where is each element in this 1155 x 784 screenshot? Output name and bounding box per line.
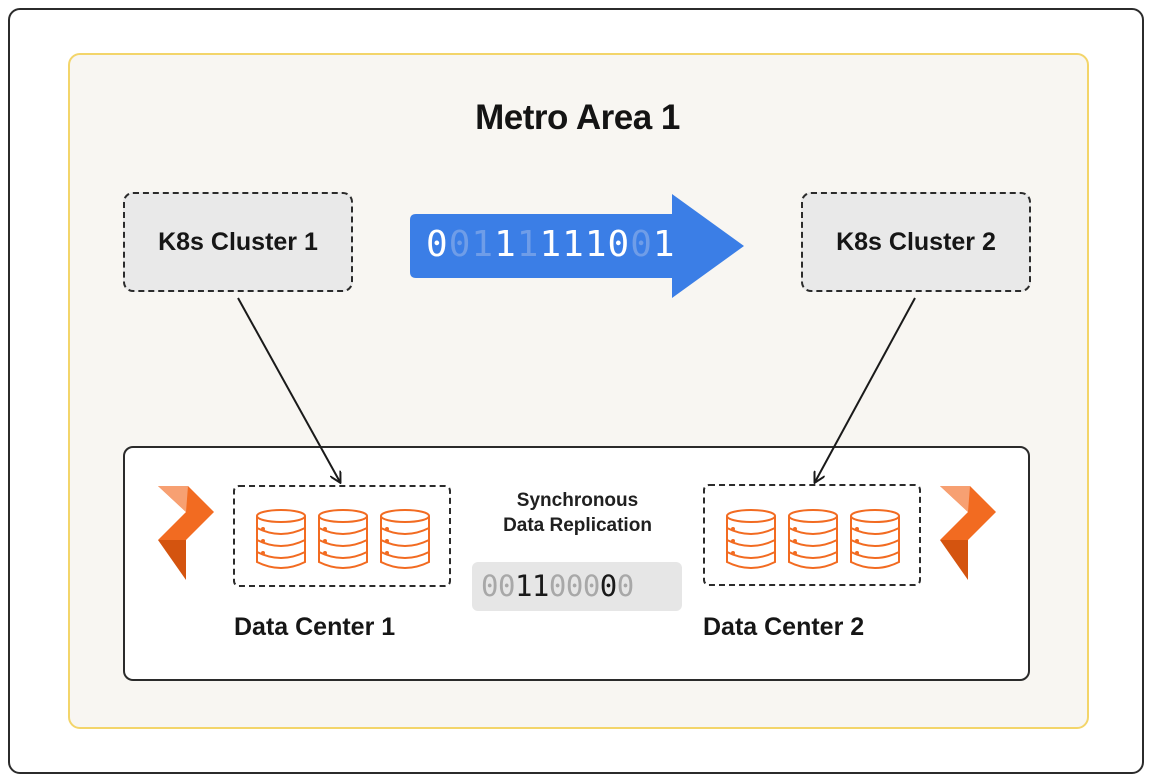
bit-digit: 0	[548, 569, 566, 603]
bit-digit: 0	[599, 569, 617, 603]
bit-digit: 0	[481, 569, 498, 603]
database-icon	[848, 508, 902, 570]
replication-arrow-icon	[410, 194, 744, 298]
data-center-2-storage	[703, 484, 921, 586]
bit-digit: 1	[516, 224, 540, 265]
bit-digit: 1	[531, 569, 549, 603]
bit-digit: 1	[562, 224, 585, 265]
bit-digit: 1	[539, 224, 563, 265]
sync-replication-label: Synchronous Data Replication	[470, 488, 685, 538]
bit-digit: 1	[494, 224, 517, 265]
bit-digit: 0	[582, 569, 600, 603]
data-center-1-label: Data Center 1	[234, 613, 396, 641]
data-center-2-label: Data Center 2	[703, 613, 865, 641]
sync-label-line2: Data Replication	[503, 515, 652, 536]
portworx-logo-icon	[940, 486, 996, 580]
bit-digit: 0	[630, 224, 653, 265]
bit-digit: 0	[616, 569, 634, 603]
bit-digit: 1	[652, 224, 676, 265]
arrow-binary-stream: 00111111001	[426, 224, 676, 265]
k8s-cluster-2-box: K8s Cluster 2	[801, 192, 1031, 292]
k8s-cluster-2-label: K8s Cluster 2	[836, 227, 996, 256]
metro-area-title: Metro Area 1	[475, 98, 680, 137]
database-icon	[378, 508, 432, 570]
database-icon	[254, 508, 308, 570]
database-icon	[724, 508, 778, 570]
bit-digit: 0	[497, 569, 515, 603]
database-icon	[316, 508, 370, 570]
k8s-cluster-1-box: K8s Cluster 1	[123, 192, 353, 292]
bit-digit: 0	[607, 224, 631, 265]
bit-digit: 0	[565, 569, 583, 603]
bit-digit: 1	[514, 569, 532, 603]
bit-digit: 1	[471, 224, 495, 265]
data-center-1-storage	[233, 485, 451, 587]
sync-binary-stream: 001100000	[481, 569, 634, 603]
sync-bits-box	[472, 562, 682, 611]
bit-digit: 1	[584, 224, 608, 265]
sync-label-line1: Synchronous	[516, 490, 639, 511]
database-icon	[786, 508, 840, 570]
bit-digit: 0	[448, 224, 472, 265]
portworx-logo-icon	[158, 486, 214, 580]
bit-digit: 0	[426, 224, 449, 265]
k8s-cluster-1-label: K8s Cluster 1	[158, 227, 318, 256]
